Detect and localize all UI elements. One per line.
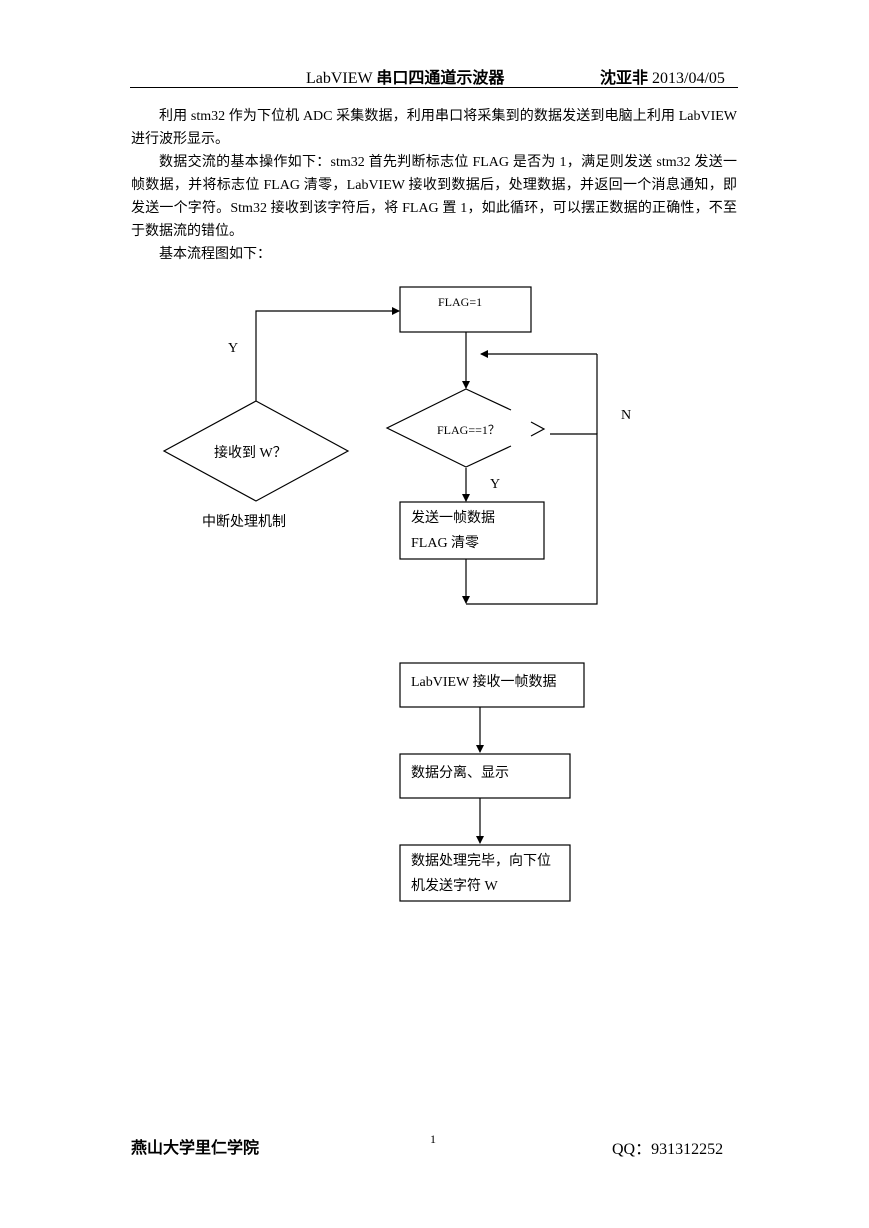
lv-receive-box xyxy=(399,662,585,708)
receive-w-diamond xyxy=(162,400,350,502)
author-date: 沈亚非 2013/04/05 xyxy=(600,64,725,88)
title-main: 串口四通道示波器 xyxy=(376,70,505,87)
send-frame-text: 发送一帧数据 FLAG 清零 xyxy=(411,506,495,556)
flag-check-label: FLAG==1？ xyxy=(437,423,500,437)
footer-school: 燕山大学里仁学院 xyxy=(131,1138,260,1157)
label-y-down: Y xyxy=(490,477,501,492)
receive-w-label: 接收到 W？ xyxy=(214,446,287,461)
y-to-flag-set-arrow xyxy=(255,307,400,401)
lv-receive-label: LabVIEW 接收一帧数据 xyxy=(411,675,557,690)
body-text: 利用 stm32 作为下位机 ADC 采集数据，利用串口将采集到的数据发送到电脑… xyxy=(131,105,737,266)
page-number: 1 xyxy=(430,1132,436,1146)
interrupt-caption: 中断处理机制 xyxy=(202,515,286,530)
paragraph-flow-intro: 基本流程图如下： xyxy=(159,247,271,262)
footer-contact: QQ：931312252 xyxy=(612,1141,724,1158)
document-date: 2013/04/05 xyxy=(648,70,725,87)
separate-display-label: 数据分离、显示 xyxy=(411,766,509,781)
done-line2: 机发送字符 W xyxy=(411,879,498,894)
done-box xyxy=(399,844,571,902)
send-frame-box xyxy=(399,501,545,560)
author-name: 沈亚非 xyxy=(600,70,649,87)
n-loop-line xyxy=(466,433,598,605)
done-text: 数据处理完毕，向下位 机发送字符 W xyxy=(411,849,551,899)
done-line1: 数据处理完毕，向下位 xyxy=(411,854,551,869)
separate-display-box xyxy=(399,753,571,799)
send-frame-line2: FLAG 清零 xyxy=(411,536,480,551)
paragraph-intro: 利用 stm32 作为下位机 ADC 采集数据，利用串口将采集到的数据发送到电脑… xyxy=(131,109,737,147)
document-title: LabVIEW 串口四通道示波器 xyxy=(306,64,504,88)
header-rule xyxy=(130,87,738,88)
label-n: N xyxy=(621,408,632,423)
label-y-left: Y xyxy=(228,341,239,356)
title-prefix: LabVIEW xyxy=(306,70,377,87)
flag-check-diamond xyxy=(385,388,512,468)
send-frame-line1: 发送一帧数据 xyxy=(411,511,495,526)
flag-set-label: FLAG=1 xyxy=(438,295,483,309)
diamond-tip xyxy=(530,421,546,437)
paragraph-protocol: 数据交流的基本操作如下：stm32 首先判断标志位 FLAG 是否为 1，满足则… xyxy=(131,155,737,239)
